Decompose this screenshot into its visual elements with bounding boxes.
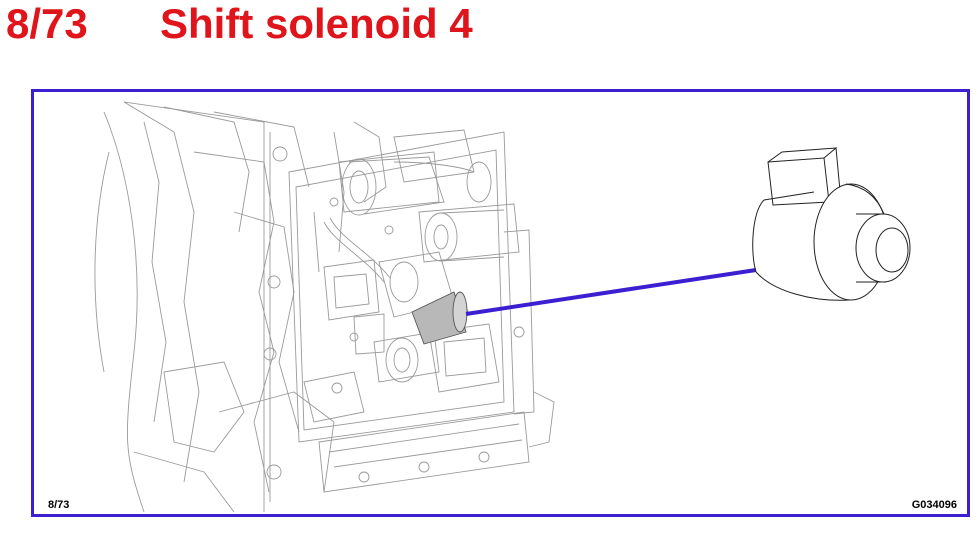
page-reference-label: 8/73 bbox=[48, 499, 70, 511]
page-header: 8/73 Shift solenoid 4 bbox=[0, 0, 977, 60]
leader-line bbox=[465, 268, 757, 316]
transmission-illustration bbox=[94, 101, 911, 513]
shift-solenoid-4-highlight bbox=[411, 291, 468, 345]
solenoid-detail bbox=[752, 147, 911, 301]
page-title: Shift solenoid 4 bbox=[160, 0, 473, 47]
transmission-housing bbox=[94, 101, 555, 513]
page-number: 8/73 bbox=[6, 0, 88, 47]
figure-code-label: G034096 bbox=[911, 499, 957, 511]
diagram-frame: 8/73 G034096 bbox=[31, 89, 970, 517]
